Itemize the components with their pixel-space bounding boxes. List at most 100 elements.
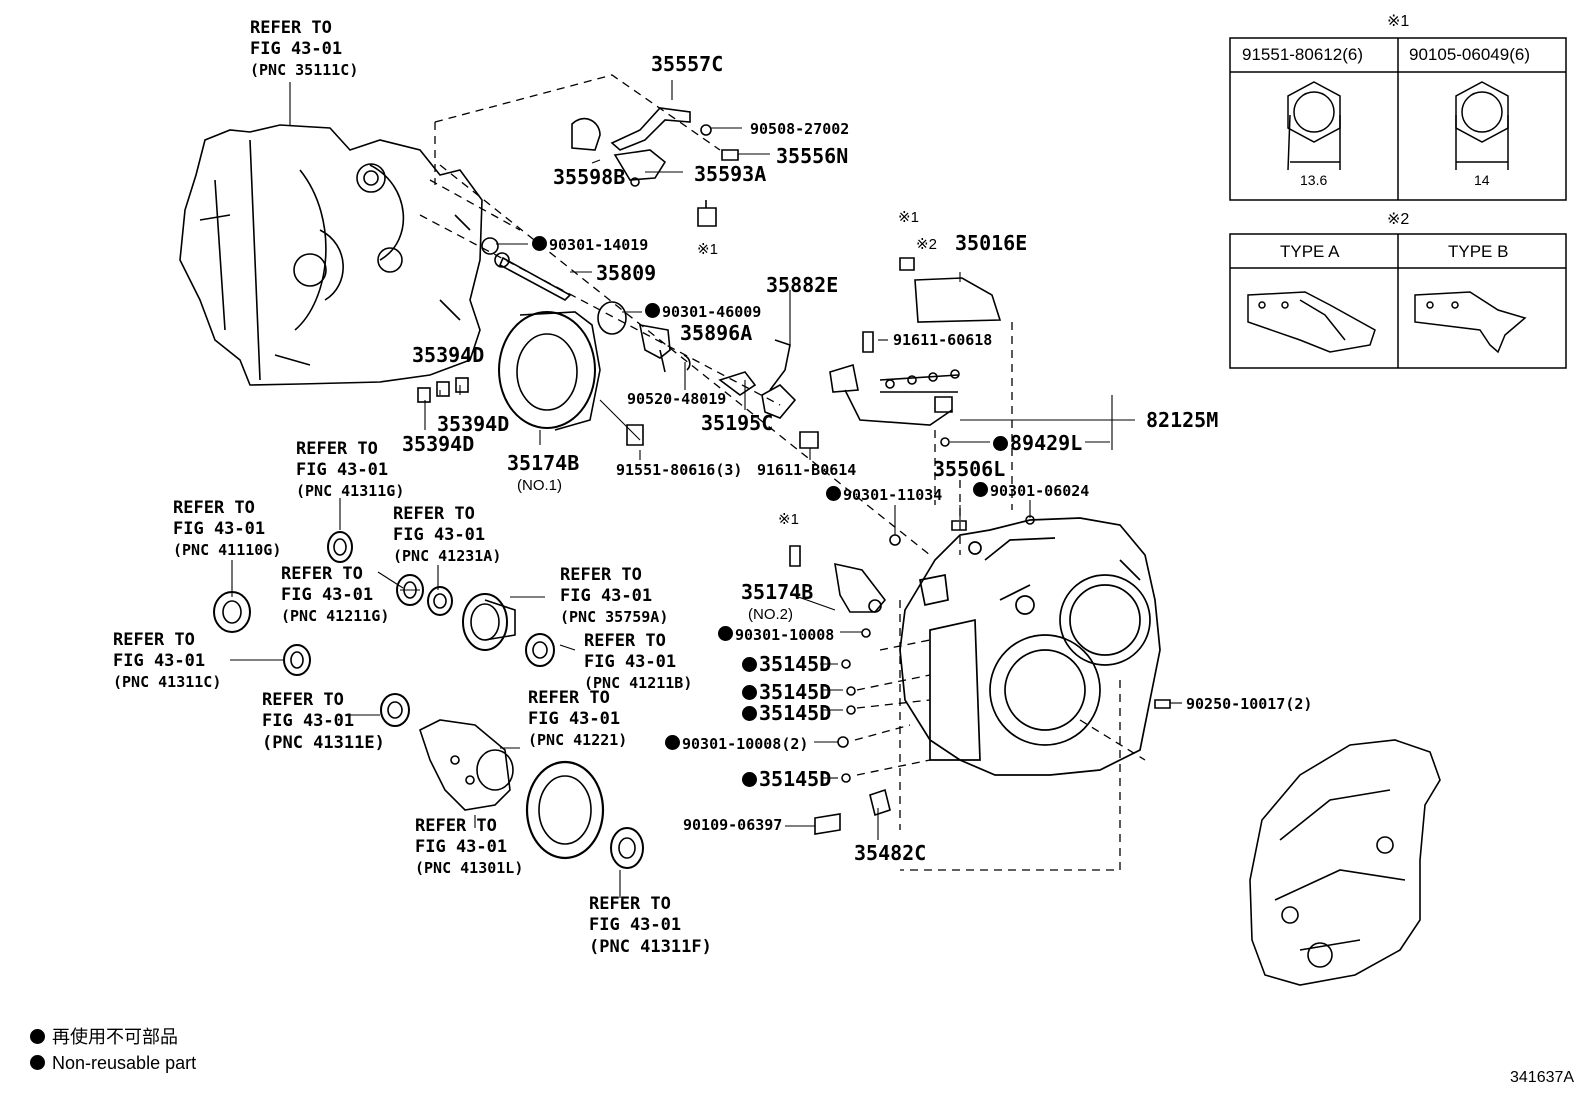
part-label-35506l[interactable]: 35506L (933, 457, 1006, 481)
part-label-90301-14019[interactable]: 90301-14019 (532, 236, 648, 253)
part-label-35016e[interactable]: 35016E (955, 231, 1028, 255)
ref-41311c-line2: FIG 43-01 (113, 651, 206, 671)
ref-35759a-line1: REFER TO (560, 565, 642, 585)
ref-41301l-line1: REFER TO (415, 816, 497, 836)
part-label-90301-10008-2[interactable]: 90301-10008(2) (665, 735, 808, 752)
assembly-guide-lines (419, 74, 1146, 871)
part-label-35896a[interactable]: 35896A (680, 321, 753, 345)
part-label-35557c[interactable]: 35557C (651, 52, 724, 76)
note-mark-1: ※1 (778, 511, 799, 528)
part-label-35482c[interactable]: 35482C (854, 841, 927, 865)
inset-bolt-sizes (1229, 37, 1567, 201)
ref-41211b-line3: (PNC 41211B) (584, 674, 693, 692)
ref-housing-line3: (PNC 35111C) (250, 61, 359, 79)
part-label-90301-46009[interactable]: 90301-46009 (645, 303, 761, 320)
inset1-dim-14: 14 (1474, 172, 1490, 188)
part-label-35394d-b[interactable]: 35394D (437, 412, 510, 436)
non-reusable-dot-icon (993, 436, 1008, 451)
ref-41231a-line2: FIG 43-01 (393, 525, 486, 545)
differential-case-drawing (419, 719, 514, 811)
note-mark-1: ※1 (898, 209, 919, 226)
part-label-35174b-no2[interactable]: 35174B (741, 580, 814, 604)
non-reusable-dot-icon (665, 735, 680, 750)
bolt-head-13-6-icon (1287, 81, 1341, 171)
plate-type-b-icon (1414, 291, 1527, 354)
ref-41311g-line3: (PNC 41311G) (296, 482, 405, 500)
part-label-35145d-c[interactable]: 35145D (742, 703, 831, 723)
non-reusable-dot-icon (973, 482, 988, 497)
part-label-90109-06397[interactable]: 90109-06397 (683, 816, 783, 834)
ring-gear-41221-drawing (525, 760, 605, 860)
non-reusable-dot-icon (30, 1055, 45, 1070)
inset1-col2-header: 90105-06049(6) (1409, 45, 1530, 64)
part-label-89429l[interactable]: 89429L (993, 433, 1082, 453)
ref-41311g-line1: REFER TO (296, 439, 378, 459)
part-label-91611-b0614[interactable]: 91611-B0614 (757, 461, 857, 479)
non-reusable-dot-icon (742, 706, 757, 721)
legend-line-japanese: 再使用不可部品 (30, 1028, 178, 1046)
part-label-35598b[interactable]: 35598B (553, 165, 626, 189)
part-label-91611-60618[interactable]: 91611-60618 (893, 331, 993, 349)
ref-41311e-line2: FIG 43-01 (262, 711, 355, 731)
ref-41221-line1: REFER TO (528, 688, 610, 708)
ref-41311f-line3: (PNC 41311F) (589, 937, 712, 957)
part-label-35394d-c[interactable]: 35394D (402, 432, 475, 456)
detent-35593a-drawing (613, 149, 667, 187)
inset1-dim-13-6: 13.6 (1300, 172, 1328, 188)
part-label-35174b-no2-suffix: (NO.2) (748, 606, 793, 623)
part-label-90301-06024[interactable]: 90301-06024 (973, 482, 1089, 499)
part-label-35882e[interactable]: 35882E (766, 273, 839, 297)
part-label-35145d-d[interactable]: 35145D (742, 769, 831, 789)
bracket-35557c-drawing (610, 107, 691, 151)
ref-41311g-line2: FIG 43-01 (296, 460, 389, 480)
ref-41231a-line1: REFER TO (393, 504, 475, 524)
part-label-35593a[interactable]: 35593A (694, 162, 767, 186)
transaxle-case-drawing (899, 517, 1161, 776)
inset1-mark: ※1 (1387, 13, 1410, 30)
part-label-35556n[interactable]: 35556N (776, 144, 849, 168)
detent-spring-35195c-drawing (718, 339, 797, 419)
part-label-90250-10017[interactable]: 90250-10017(2) (1186, 695, 1313, 713)
ref-41311e-line1: REFER TO (262, 690, 344, 710)
non-reusable-dot-icon (645, 303, 660, 318)
ref-41221-line3: (PNC 41221) (528, 731, 628, 749)
part-label-35145d-a[interactable]: 35145D (742, 654, 831, 674)
plate-35016e-drawing (914, 277, 1002, 323)
part-label-35174b-no1[interactable]: 35174B (507, 451, 580, 475)
non-reusable-dot-icon (718, 626, 733, 641)
harness-82125m-drawing (829, 331, 960, 426)
inset2-mark: ※2 (1387, 211, 1410, 228)
cam-35598b-drawing (571, 117, 601, 151)
ref-41211g-line3: (PNC 41211G) (281, 607, 390, 625)
ref-41110g-line2: FIG 43-01 (173, 519, 266, 539)
part-label-91551-80616[interactable]: 91551-80616(3) (616, 461, 743, 479)
transaxle-housing-drawing (179, 124, 483, 386)
plate-type-a-icon (1247, 291, 1376, 353)
part-label-35394d-a[interactable]: 35394D (412, 343, 485, 367)
non-reusable-dot-icon (826, 486, 841, 501)
inset-plate-types (1229, 233, 1567, 369)
part-label-90508-27002[interactable]: 90508-27002 (750, 120, 850, 138)
ref-housing-line2: FIG 43-01 (250, 39, 343, 59)
ref-35759a-line3: (PNC 35759A) (560, 608, 669, 626)
part-label-35174b-no1-suffix: (NO.1) (517, 477, 562, 494)
part-label-90520-48019[interactable]: 90520-48019 (627, 390, 727, 408)
inset1-col1-header: 91551-80612(6) (1242, 45, 1363, 64)
ref-41211b-line1: REFER TO (584, 631, 666, 651)
part-label-90301-11034[interactable]: 90301-11034 (826, 486, 942, 503)
ref-41211b-line2: FIG 43-01 (584, 652, 677, 672)
part-label-35145d-b[interactable]: 35145D (742, 682, 831, 702)
part-label-35195c[interactable]: 35195C (701, 411, 774, 435)
cover-35174b-no1-drawing (498, 311, 601, 431)
legend-line-english: Non-reusable part (30, 1054, 196, 1072)
note-mark-2: ※2 (916, 236, 937, 253)
ref-41221-line2: FIG 43-01 (528, 709, 621, 729)
ref-41311c-line1: REFER TO (113, 630, 195, 650)
inset2-type-a-header: TYPE A (1280, 242, 1340, 261)
part-label-35809[interactable]: 35809 (596, 261, 657, 285)
ref-41301l-line2: FIG 43-01 (415, 837, 508, 857)
part-label-90301-10008[interactable]: 90301-10008 (718, 626, 834, 643)
ref-41211g-line1: REFER TO (281, 564, 363, 584)
part-label-82125m[interactable]: 82125M (1146, 408, 1219, 432)
